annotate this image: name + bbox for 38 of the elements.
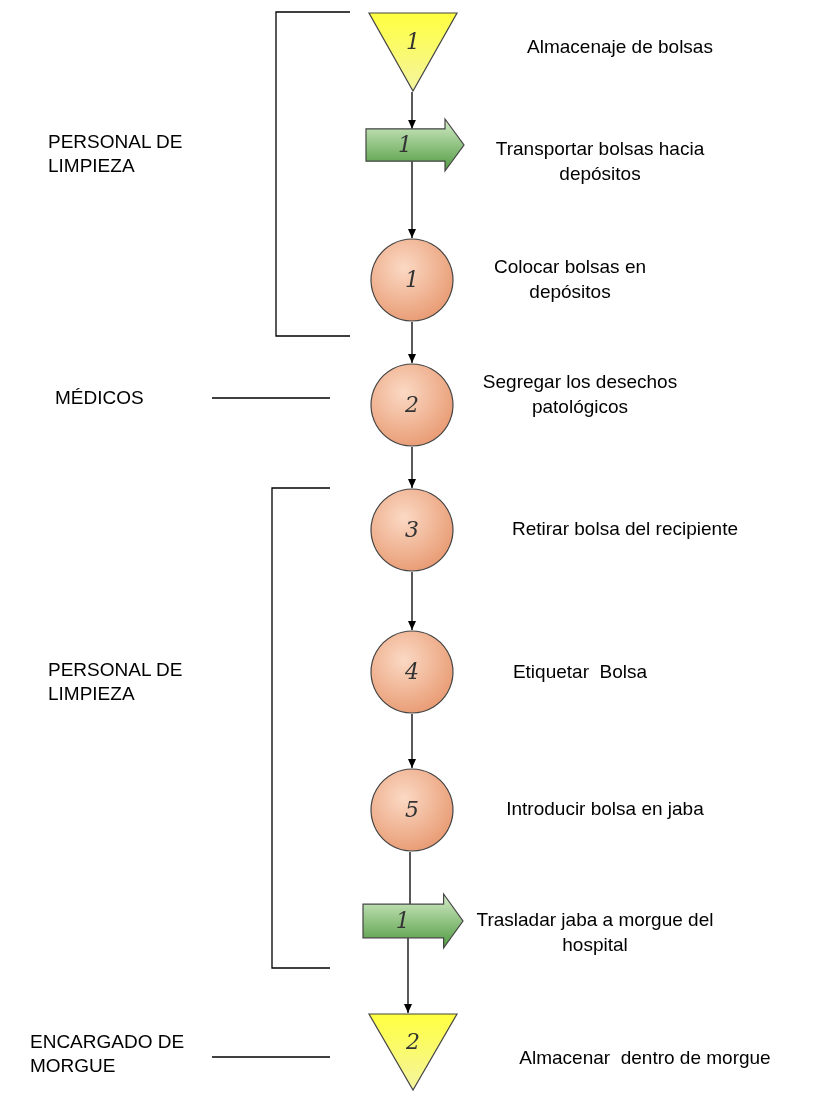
- step-description: Almacenaje de bolsas: [526, 35, 714, 59]
- step-number: 1: [395, 910, 410, 932]
- step-description: Segregar los desechos patológicos: [481, 370, 679, 419]
- transport-arrow: [365, 118, 465, 172]
- step-number: 4: [405, 661, 419, 683]
- step-description: Almacenar dentro de morgue: [518, 1046, 772, 1070]
- storage-triangle: [368, 12, 458, 92]
- operation-circle: [370, 238, 454, 322]
- step-number: 3: [405, 519, 419, 541]
- role-label: MÉDICOS: [55, 386, 145, 410]
- operation-circle: [370, 488, 454, 572]
- arrow: [408, 713, 416, 769]
- storage-triangle: [368, 1013, 458, 1091]
- step-description: Colocar bolsas en depósitos: [492, 255, 648, 304]
- step-description: Trasladar jaba a morgue del hospital: [475, 908, 715, 957]
- arrow: [408, 446, 416, 489]
- arrow: [404, 937, 412, 1014]
- step-number: 1: [398, 134, 412, 156]
- step-number: 1: [405, 269, 419, 291]
- arrow: [408, 571, 416, 631]
- step-description: Retirar bolsa del recipiente: [511, 517, 739, 541]
- operation-circle: [370, 363, 454, 447]
- role-label: PERSONAL DE LIMPIEZA: [48, 658, 184, 706]
- arrow: [408, 91, 416, 130]
- operation-circle: [370, 768, 454, 852]
- role-label: ENCARGADO DE MORGUE: [30, 1030, 186, 1078]
- transport-arrow: [362, 893, 464, 949]
- step-description: Etiquetar Bolsa: [511, 660, 649, 684]
- step-description: Transportar bolsas hacia depósitos: [494, 137, 706, 186]
- step-number: 2: [405, 394, 419, 416]
- operation-circle: [370, 630, 454, 714]
- step-number: 1: [406, 31, 420, 53]
- arrow: [408, 160, 416, 239]
- step-number: 5: [405, 799, 419, 821]
- role-label: PERSONAL DE LIMPIEZA: [48, 130, 184, 178]
- arrow: [408, 321, 416, 364]
- step-number: 2: [406, 1031, 420, 1053]
- step-description: Introducir bolsa en jaba: [505, 797, 705, 821]
